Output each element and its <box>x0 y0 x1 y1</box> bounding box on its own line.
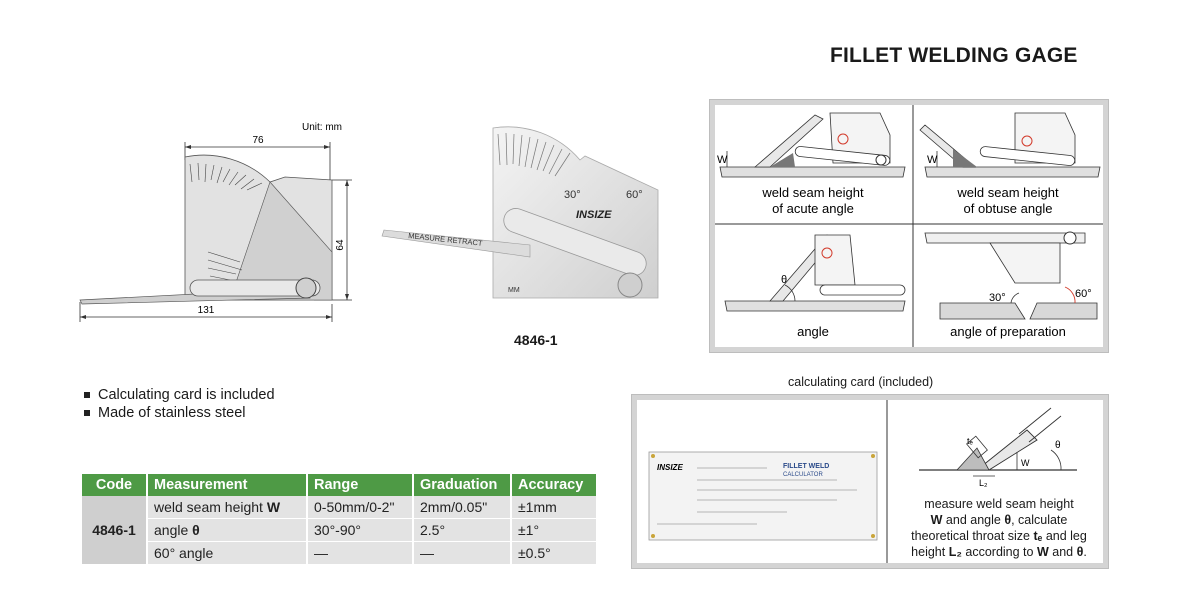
header-code: Code <box>82 474 148 496</box>
spec-header-row: Code Measurement Range Graduation Accura… <box>82 474 598 496</box>
acute-caption-1: weld seam height <box>761 185 864 200</box>
card-illustration: INSIZE FILLET WELD CALCULATOR tₑ L₂ W θ <box>648 400 1077 563</box>
preparation-illustration: 30° 60° <box>924 231 1098 320</box>
acute-caption-2: of acute angle <box>772 201 854 216</box>
dim-top-label: 76 <box>252 135 264 146</box>
graduation-cell: — <box>413 541 512 565</box>
bullet-icon <box>84 392 90 398</box>
card-title-2: CALCULATOR <box>783 472 823 478</box>
accuracy-cell: ±0.5° <box>511 541 598 565</box>
accuracy-cell: ±1° <box>511 518 598 542</box>
feature-item: Made of stainless steel <box>84 404 275 422</box>
card-title-1: FILLET WELD <box>783 463 829 470</box>
model-number: 4846-1 <box>514 332 558 348</box>
page-title: FILLET WELDING GAGE <box>830 44 1078 67</box>
code-cell: 4846-1 <box>82 496 148 565</box>
acute-angle-illustration: W <box>717 112 906 178</box>
w-label: W <box>717 154 728 166</box>
measurement-cell: weld seam height W <box>147 496 308 519</box>
desc-line-3: theoretical throat size tₑ and leg <box>911 529 1087 543</box>
dim-bottom-label: 131 <box>198 305 215 316</box>
photo-mm: MM <box>508 287 520 294</box>
range-cell: 30°-90° <box>307 518 414 542</box>
product-photo: 30° 60° INSIZE MEASURE RETRACT MM <box>381 126 659 299</box>
obtuse-caption-1: weld seam height <box>956 185 1059 200</box>
header-range: Range <box>307 474 414 496</box>
photo-angle-30: 30° <box>564 189 581 201</box>
bullet-icon <box>84 410 90 416</box>
photo-angle-60: 60° <box>626 189 643 201</box>
header-graduation: Graduation <box>413 474 512 496</box>
angle-illustration: θ <box>724 234 906 312</box>
accuracy-cell: ±1mm <box>511 496 598 519</box>
range-cell: 0-50mm/0-2" <box>307 496 414 519</box>
usage-panel: W weld seam height of acute angle W weld… <box>709 99 1109 353</box>
card-description: measure weld seam height W and angle θ, … <box>895 496 1103 560</box>
obtuse-angle-illustration: W <box>919 112 1101 178</box>
w-label: W <box>1021 458 1030 468</box>
feature-text: Made of stainless steel <box>98 405 246 421</box>
graduation-cell: 2mm/0.05" <box>413 496 512 519</box>
photo-brand: INSIZE <box>576 209 612 221</box>
theta-label: θ <box>1055 440 1061 451</box>
dim-right-label: 64 <box>335 239 346 251</box>
preparation-caption: angle of preparation <box>950 324 1066 339</box>
header-accuracy: Accuracy <box>511 474 598 496</box>
l2-label: L₂ <box>979 478 988 488</box>
measurement-cell: angle θ <box>147 518 308 542</box>
te-label: tₑ <box>967 436 974 446</box>
card-caption: calculating card (included) <box>788 375 934 389</box>
feature-item: Calculating card is included <box>84 386 275 404</box>
theta-label: θ <box>781 274 787 286</box>
table-row: 4846-1 weld seam height W 0-50mm/0-2" 2m… <box>82 496 598 565</box>
table-row: 60° angle — — ±0.5° <box>82 541 598 565</box>
graduation-cell: 2.5° <box>413 518 512 542</box>
feature-list: Calculating card is included Made of sta… <box>84 386 275 422</box>
card-brand: INSIZE <box>657 463 683 472</box>
unit-label: Unit: mm <box>302 122 342 133</box>
angle-caption: angle <box>797 324 829 339</box>
calculating-card-panel: INSIZE FILLET WELD CALCULATOR tₑ L₂ W θ <box>631 394 1109 569</box>
desc-line-2: W and angle θ, calculate <box>930 513 1068 527</box>
feature-text: Calculating card is included <box>98 387 275 403</box>
header-measurement: Measurement <box>147 474 308 496</box>
dimension-drawing: 76 Unit: mm 64 131 <box>79 122 352 322</box>
desc-line-1: measure weld seam height <box>924 497 1074 511</box>
deg60-label: 60° <box>1075 288 1092 300</box>
desc-line-4: height L₂ according to W and θ. <box>911 545 1087 559</box>
obtuse-caption-2: of obtuse angle <box>964 201 1053 216</box>
range-cell: — <box>307 541 414 565</box>
table-row: angle θ 30°-90° 2.5° ±1° <box>82 518 598 542</box>
spec-table: Code Measurement Range Graduation Accura… <box>82 474 598 565</box>
w-label: W <box>927 154 938 166</box>
usage-illustrations: W weld seam height of acute angle W weld… <box>715 105 1103 347</box>
measurement-cell: 60° angle <box>147 541 308 565</box>
deg30-label: 30° <box>989 292 1006 304</box>
